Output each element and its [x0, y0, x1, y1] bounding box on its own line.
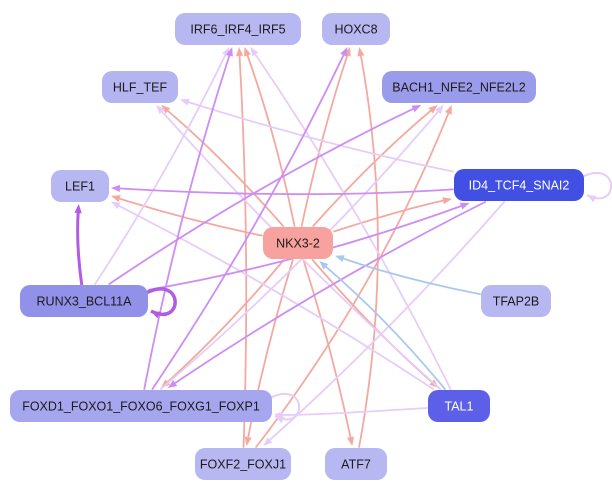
edge — [302, 259, 352, 441]
edge — [143, 52, 231, 390]
edge-arrowhead-icon — [335, 255, 345, 263]
node-label: HLF_TEF — [113, 81, 168, 95]
edge-arrowhead-icon — [319, 261, 329, 270]
edge — [323, 264, 446, 390]
node-shape[interactable] — [20, 285, 148, 317]
node-hoxc8[interactable]: HOXC8 — [322, 13, 390, 45]
node-atf7[interactable]: ATF7 — [325, 448, 387, 480]
edge — [165, 108, 284, 227]
edge — [300, 52, 349, 227]
node-shape[interactable] — [10, 390, 272, 422]
node-lef1[interactable]: LEF1 — [51, 170, 109, 202]
edge — [185, 100, 454, 173]
edge-arrowhead-icon — [74, 204, 82, 214]
node-label: NKX3-2 — [276, 237, 320, 251]
node-foxf2[interactable]: FOXF2_FOXJ1 — [195, 448, 291, 480]
node-label: TAL1 — [445, 400, 474, 414]
edge — [267, 201, 506, 443]
edge-arrowhead-icon — [244, 47, 251, 57]
edge-arrowhead-icon — [459, 202, 470, 210]
node-shape[interactable] — [428, 390, 490, 422]
edge-layer — [74, 47, 612, 448]
edge — [280, 407, 428, 416]
node-shape[interactable] — [325, 448, 387, 480]
edge — [165, 259, 285, 385]
node-tal1[interactable]: TAL1 — [428, 390, 490, 422]
edge-arrowhead-icon — [442, 197, 452, 205]
node-hlf[interactable]: HLF_TEF — [102, 71, 178, 103]
edge-arrowhead-icon — [151, 311, 161, 319]
edge-self-loop — [145, 287, 177, 316]
edge-arrowhead-icon — [161, 105, 171, 114]
edge-arrowhead-icon — [357, 47, 365, 57]
edge — [245, 52, 296, 227]
edge — [333, 199, 447, 233]
node-shape[interactable] — [195, 448, 291, 480]
node-label: TFAP2B — [493, 295, 540, 309]
edge-arrowhead-icon — [263, 437, 273, 446]
edge — [172, 201, 487, 385]
edge — [340, 257, 481, 296]
edge-arrowhead-icon — [244, 436, 252, 446]
edge-arrowhead-icon — [411, 105, 422, 113]
node-label: HOXC8 — [334, 23, 377, 37]
edge — [255, 110, 451, 448]
edge-arrowhead-icon — [435, 105, 444, 115]
edge — [312, 108, 434, 227]
edge — [358, 52, 379, 448]
edge-arrowhead-icon — [250, 47, 259, 57]
edge-arrowhead-icon — [340, 47, 348, 57]
node-irf6[interactable]: IRF6_IRF4_IRF5 — [175, 13, 301, 45]
edge — [116, 204, 434, 390]
edge-arrowhead-icon — [445, 105, 452, 115]
node-label: ATF7 — [341, 458, 371, 472]
node-foxd1[interactable]: FOXD1_FOXO1_FOXO6_FOXG1_FOXP1 — [10, 390, 272, 422]
edge-arrowhead-icon — [167, 379, 178, 388]
node-label: RUNX3_BCL11A — [37, 295, 133, 309]
node-shape[interactable] — [481, 285, 551, 317]
node-id4[interactable]: ID4_TCF4_SNAI2 — [454, 169, 584, 201]
edge — [151, 52, 346, 390]
edge — [94, 52, 228, 285]
edge-arrowhead-icon — [111, 195, 121, 203]
node-label: FOXD1_FOXO1_FOXO6_FOXG1_FOXP1 — [22, 400, 260, 414]
node-shape[interactable] — [322, 13, 390, 45]
edge-arrowhead-icon — [111, 184, 121, 193]
edge-arrowhead-icon — [180, 98, 190, 106]
edge-arrowhead-icon — [346, 436, 354, 446]
node-shape[interactable] — [382, 71, 536, 103]
node-nkx[interactable]: NKX3-2 — [263, 227, 333, 259]
node-shape[interactable] — [454, 169, 584, 201]
node-shape[interactable] — [102, 71, 178, 103]
node-tfap2b[interactable]: TFAP2B — [481, 285, 551, 317]
edge-self-loop — [269, 392, 301, 421]
edge — [116, 197, 263, 237]
node-shape[interactable] — [263, 227, 333, 259]
edge — [117, 187, 454, 196]
node-label: FOXF2_FOXJ1 — [200, 458, 286, 472]
edge-self-loop — [581, 171, 612, 200]
edge-arrowhead-icon — [156, 105, 165, 115]
edge-arrowhead-icon — [275, 416, 285, 424]
edge — [108, 107, 416, 285]
edge-arrowhead-icon — [225, 47, 233, 57]
node-label: LEF1 — [65, 180, 95, 194]
node-shape[interactable] — [51, 170, 109, 202]
edge — [253, 51, 452, 390]
edge-arrowhead-icon — [235, 47, 244, 57]
node-label: ID4_TCF4_SNAI2 — [469, 179, 570, 193]
edge — [76, 209, 84, 286]
node-shape[interactable] — [175, 13, 301, 45]
node-label: BACH1_NFE2_NFE2L2 — [392, 81, 525, 95]
edge-arrowhead-icon — [111, 201, 121, 210]
node-label: IRF6_IRF4_IRF5 — [190, 23, 285, 37]
edge-arrowhead-icon — [428, 105, 438, 114]
node-runx3[interactable]: RUNX3_BCL11A — [20, 285, 148, 317]
edge-arrowhead-icon — [587, 195, 597, 203]
node-bach1[interactable]: BACH1_NFE2_NFE2L2 — [382, 71, 536, 103]
